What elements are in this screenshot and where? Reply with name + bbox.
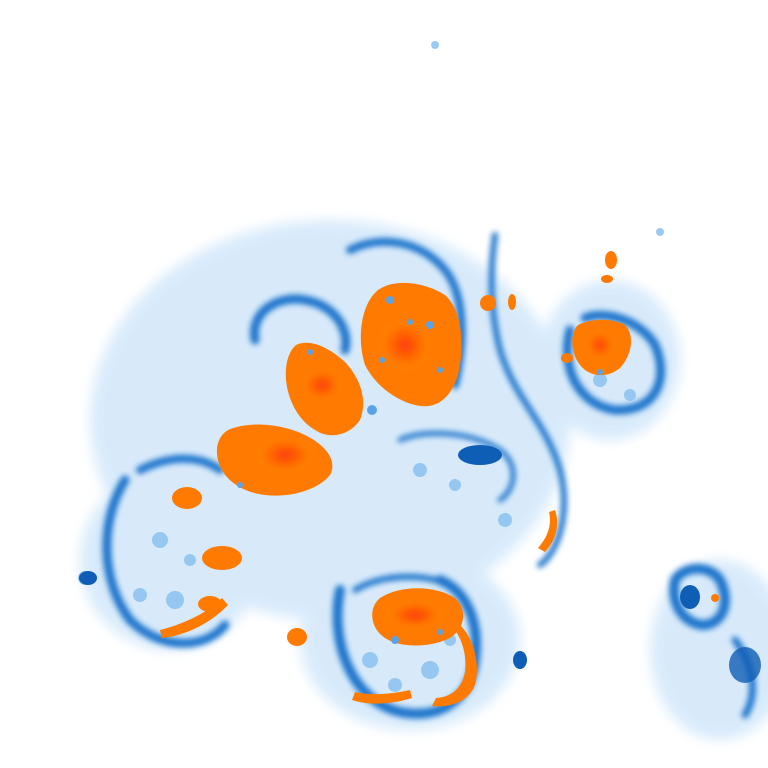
hole-layer xyxy=(237,296,603,644)
hot-streak-stem xyxy=(538,510,558,552)
hole xyxy=(367,405,377,415)
hot-blob-right-mid xyxy=(601,275,613,283)
peak-left-large xyxy=(257,437,313,473)
hole xyxy=(237,482,243,488)
hot-blob-center-small-2 xyxy=(508,294,516,310)
hot-blob-left-mid xyxy=(202,546,242,570)
hole xyxy=(391,636,399,644)
rim-center-body xyxy=(397,431,516,503)
dark-spot xyxy=(513,651,527,669)
hot-blob-right-top xyxy=(605,251,617,269)
speckle xyxy=(166,591,184,609)
rim-lower-cluster xyxy=(332,575,481,719)
peak-top-center xyxy=(380,320,430,370)
hot-blob-far-right xyxy=(711,594,719,602)
hot-arc-lower-left xyxy=(352,690,412,704)
speckle xyxy=(133,588,147,602)
hole xyxy=(407,319,413,325)
hole xyxy=(597,369,603,375)
hole xyxy=(437,629,443,635)
dark-spot xyxy=(79,571,97,585)
speckle xyxy=(388,678,402,692)
rim-center-stem xyxy=(488,232,567,568)
hot-blob-lower-dot xyxy=(287,628,307,646)
speckle xyxy=(184,554,196,566)
dark-spot xyxy=(458,445,502,465)
speckle xyxy=(656,228,664,236)
peak-layer xyxy=(257,320,614,629)
speckle xyxy=(498,513,512,527)
hot-blob-right-small xyxy=(561,353,573,363)
speckle xyxy=(152,532,168,548)
rim-left-group xyxy=(102,475,230,648)
rim-upper-left xyxy=(250,294,351,355)
speckle xyxy=(431,41,439,49)
hot-arc-lower xyxy=(432,625,477,707)
speckle xyxy=(413,463,427,477)
speckle xyxy=(449,479,461,491)
hot-blob-center-small xyxy=(480,295,496,311)
peak-upper-left xyxy=(302,369,342,401)
peak-lower xyxy=(387,601,443,629)
hot-blob-left-low xyxy=(198,596,222,612)
hole xyxy=(437,367,443,373)
speckle xyxy=(362,652,378,668)
hole xyxy=(379,357,385,363)
rim-bottom-right-ring xyxy=(669,563,730,631)
rim-left-upper xyxy=(136,454,224,474)
speckle xyxy=(593,373,607,387)
dark-spot xyxy=(680,585,700,609)
speckle xyxy=(421,661,439,679)
hole xyxy=(426,321,434,329)
hole xyxy=(386,296,394,304)
rim-lower-inner xyxy=(352,573,453,593)
hole xyxy=(307,349,313,355)
dark-blue-layer xyxy=(79,445,761,683)
hot-blob-left-small xyxy=(172,487,202,509)
speckle xyxy=(624,389,636,401)
peak-right xyxy=(586,331,614,359)
rim-right-cluster xyxy=(562,310,666,415)
dark-spot xyxy=(729,647,761,683)
